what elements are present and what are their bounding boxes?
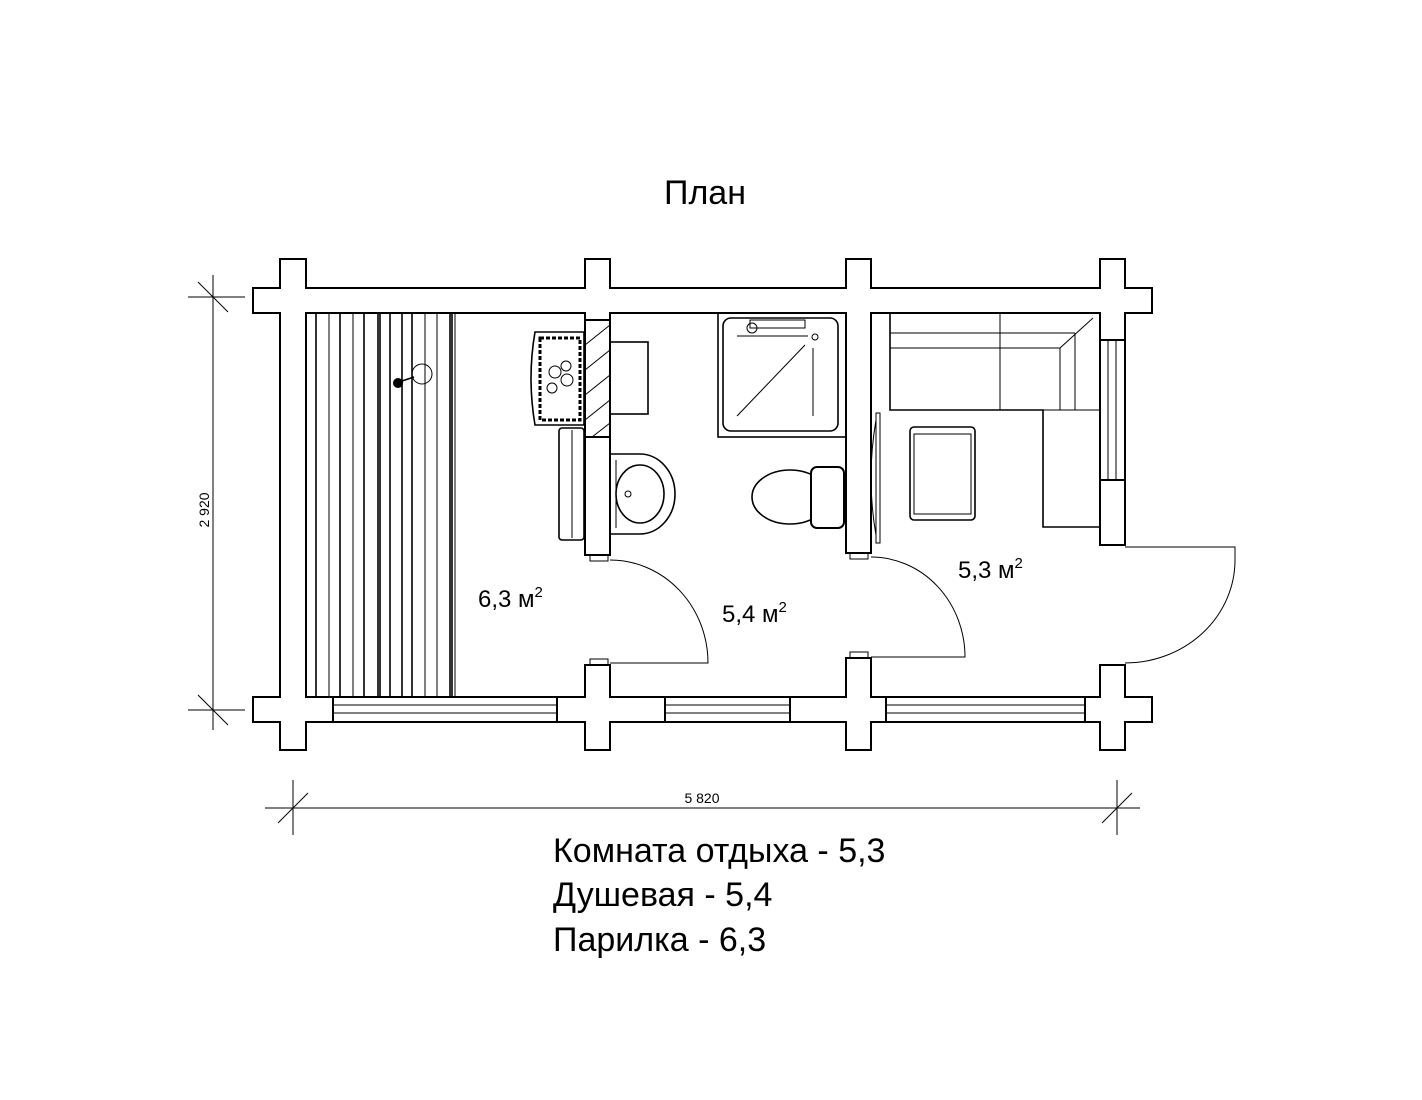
height-label: 2 920 xyxy=(196,492,212,527)
bench-cabinet xyxy=(558,427,585,541)
doors xyxy=(589,546,1236,666)
room-area-steam: 6,3 м2 xyxy=(478,584,543,613)
room-area-lounge: 5,3 м2 xyxy=(958,555,1023,584)
toilet xyxy=(751,466,845,529)
sauna-bench xyxy=(305,313,456,697)
dimension-height: 2 920 xyxy=(188,275,245,730)
legend-item: Душевая - 5,4 xyxy=(553,876,772,914)
windows xyxy=(332,339,1126,723)
legend-item: Парилка - 6,3 xyxy=(553,921,766,959)
corner-sofa xyxy=(889,312,1101,528)
coffee-table xyxy=(909,426,976,521)
width-label: 5 820 xyxy=(684,790,719,806)
bucket-icon xyxy=(393,363,433,388)
plan-title: План xyxy=(664,174,746,212)
washbasin xyxy=(610,453,676,535)
shower-cabin xyxy=(717,312,847,438)
sauna-stove xyxy=(530,319,649,438)
legend-item: Комната отдыха - 5,3 xyxy=(553,832,885,870)
room-area-shower: 5,4 м2 xyxy=(722,599,787,628)
dimension-width: 5 820 xyxy=(265,780,1140,835)
hanger xyxy=(870,412,881,544)
